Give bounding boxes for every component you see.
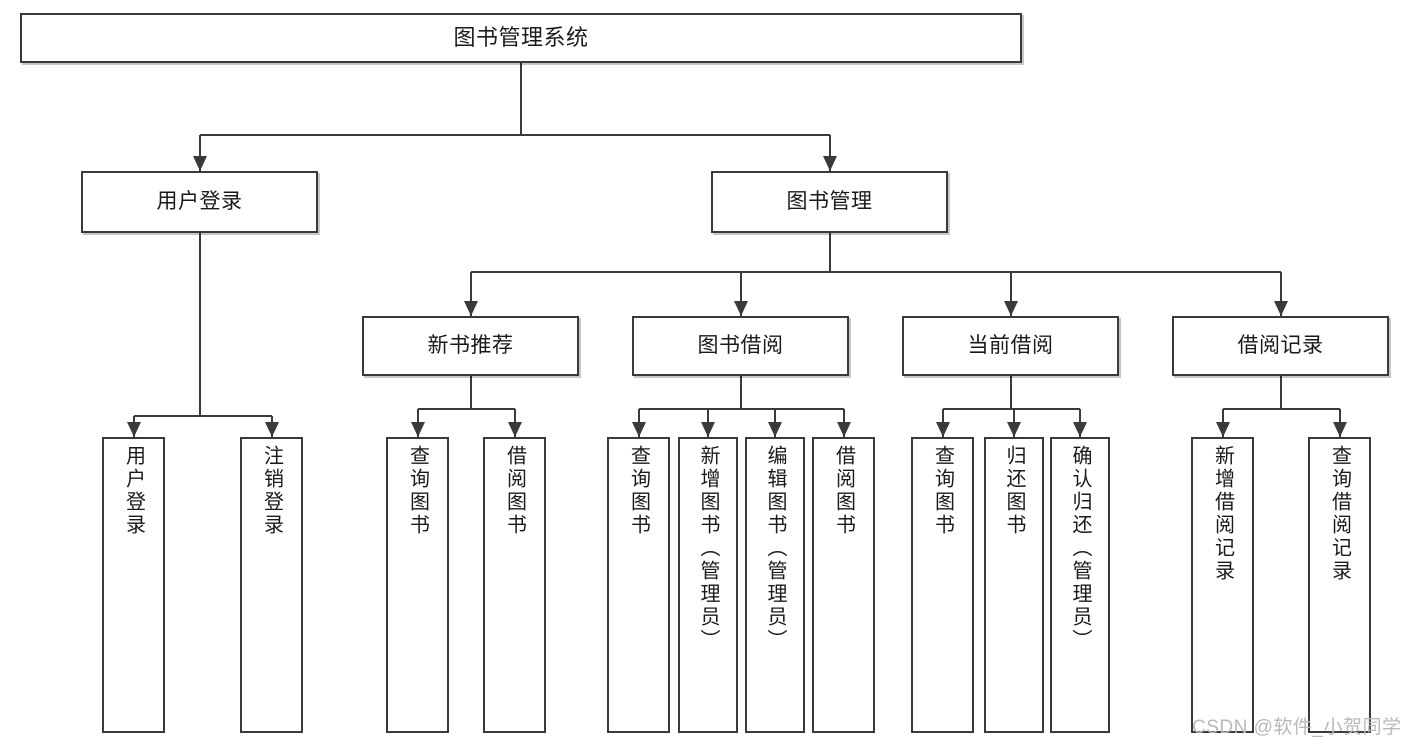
arrow-head-icon bbox=[264, 422, 279, 437]
node-leaf-add-book[interactable]: 新增图书（管理员） bbox=[678, 437, 738, 733]
node-user-login-label: 用户登录 bbox=[156, 189, 243, 213]
connector-line bbox=[469, 376, 472, 409]
arrow-head-icon bbox=[126, 422, 141, 437]
arrow-head-icon bbox=[192, 156, 207, 171]
node-leaf-query-book-2-label: 查询图书 bbox=[627, 445, 650, 537]
arrow-head-icon bbox=[836, 422, 851, 437]
connector-line bbox=[417, 408, 515, 410]
connector-line bbox=[828, 135, 831, 171]
arrow-head-icon bbox=[1273, 301, 1288, 316]
node-leaf-query-book-2[interactable]: 查询图书 bbox=[607, 437, 670, 733]
connector-line bbox=[739, 376, 742, 409]
connector-line bbox=[198, 135, 201, 171]
node-leaf-edit-book-label: 编辑图书（管理员） bbox=[764, 445, 786, 652]
arrow-head-icon bbox=[631, 422, 646, 437]
node-leaf-confirm-return[interactable]: 确认归还（管理员） bbox=[1050, 437, 1110, 733]
node-new-book-recommend-label: 新书推荐 bbox=[427, 333, 514, 357]
connector-line bbox=[520, 63, 522, 135]
connector-line bbox=[942, 408, 1080, 410]
node-book-management[interactable]: 图书管理 bbox=[711, 171, 948, 233]
arrow-head-icon bbox=[1215, 422, 1230, 437]
arrow-head-icon bbox=[410, 422, 425, 437]
connector-line bbox=[739, 272, 742, 316]
arrow-head-icon bbox=[768, 422, 782, 437]
node-leaf-query-book-3[interactable]: 查询图书 bbox=[911, 437, 974, 733]
arrow-head-icon bbox=[1007, 422, 1021, 437]
node-book-borrow-label: 图书借阅 bbox=[697, 333, 784, 357]
node-root[interactable]: 图书管理系统 bbox=[20, 13, 1022, 63]
node-leaf-borrow-book-2-label: 借阅图书 bbox=[832, 445, 855, 537]
node-leaf-add-book-label: 新增图书（管理员） bbox=[697, 445, 719, 652]
node-user-login[interactable]: 用户登录 bbox=[81, 171, 318, 233]
arrow-head-icon bbox=[822, 156, 837, 171]
node-leaf-logout[interactable]: 注销登录 bbox=[240, 437, 303, 733]
node-leaf-borrow-book-1-label: 借阅图书 bbox=[503, 445, 526, 537]
node-leaf-add-record-label: 新增借阅记录 bbox=[1211, 445, 1234, 583]
node-leaf-query-record[interactable]: 查询借阅记录 bbox=[1308, 437, 1371, 733]
connector-line bbox=[199, 134, 830, 136]
node-leaf-user-login[interactable]: 用户登录 bbox=[102, 437, 165, 733]
node-borrow-record-label: 借阅记录 bbox=[1237, 333, 1324, 357]
node-book-borrow[interactable]: 图书借阅 bbox=[632, 316, 849, 376]
connector-line bbox=[1222, 408, 1340, 410]
connector-line bbox=[133, 415, 272, 417]
arrow-head-icon bbox=[463, 301, 478, 316]
node-leaf-return-book-label: 归还图书 bbox=[1003, 445, 1025, 537]
arrow-head-icon bbox=[935, 422, 950, 437]
connector-line bbox=[1279, 272, 1282, 316]
node-leaf-borrow-book-2[interactable]: 借阅图书 bbox=[812, 437, 875, 733]
node-root-label: 图书管理系统 bbox=[453, 25, 589, 51]
connector-line bbox=[638, 408, 844, 410]
node-leaf-edit-book[interactable]: 编辑图书（管理员） bbox=[745, 437, 805, 733]
node-book-management-label: 图书管理 bbox=[786, 189, 873, 213]
arrow-head-icon bbox=[733, 301, 748, 316]
node-leaf-add-record[interactable]: 新增借阅记录 bbox=[1191, 437, 1254, 733]
arrow-head-icon bbox=[1332, 422, 1347, 437]
node-leaf-confirm-return-label: 确认归还（管理员） bbox=[1069, 445, 1091, 652]
node-leaf-query-record-label: 查询借阅记录 bbox=[1328, 445, 1351, 583]
connector-line bbox=[1009, 272, 1012, 316]
node-new-book-recommend[interactable]: 新书推荐 bbox=[362, 316, 579, 376]
node-leaf-borrow-book-1[interactable]: 借阅图书 bbox=[483, 437, 546, 733]
node-current-borrow[interactable]: 当前借阅 bbox=[902, 316, 1119, 376]
arrow-head-icon bbox=[1003, 301, 1018, 316]
arrow-head-icon bbox=[701, 422, 715, 437]
node-leaf-return-book[interactable]: 归还图书 bbox=[984, 437, 1044, 733]
node-borrow-record[interactable]: 借阅记录 bbox=[1172, 316, 1389, 376]
node-current-borrow-label: 当前借阅 bbox=[967, 333, 1054, 357]
connector-line bbox=[469, 272, 472, 316]
node-leaf-logout-label: 注销登录 bbox=[260, 445, 283, 537]
node-leaf-user-login-label: 用户登录 bbox=[122, 445, 145, 537]
watermark: CSDN @软件_小贺同学 bbox=[1192, 717, 1402, 738]
connector-line bbox=[828, 233, 831, 272]
connector-line bbox=[470, 271, 1281, 273]
connector-line bbox=[198, 233, 201, 416]
connector-line bbox=[1279, 376, 1282, 409]
arrow-head-icon bbox=[1073, 422, 1087, 437]
node-leaf-query-book-1[interactable]: 查询图书 bbox=[386, 437, 449, 733]
node-leaf-query-book-1-label: 查询图书 bbox=[406, 445, 429, 537]
arrow-head-icon bbox=[507, 422, 522, 437]
connector-line bbox=[1009, 376, 1012, 409]
node-leaf-query-book-3-label: 查询图书 bbox=[931, 445, 954, 537]
